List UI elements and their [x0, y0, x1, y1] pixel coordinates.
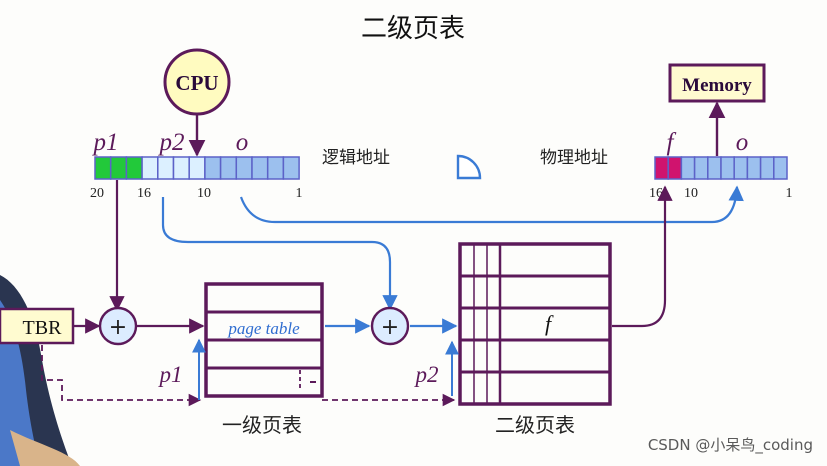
level1-offset-label: p1 [158, 362, 183, 387]
level2-offset-label: p2 [414, 362, 439, 387]
logical-bit-20: 20 [90, 186, 104, 201]
physical-register-cell [759, 156, 775, 180]
physical-bit-1: 1 [786, 186, 793, 201]
logical-register-cell [157, 156, 175, 180]
logical-register-cell [125, 156, 143, 180]
memory-node: Memory [668, 63, 766, 103]
tbr-label: TBR [23, 317, 63, 339]
logical-field-o: o [236, 129, 249, 156]
cpu-label: CPU [175, 71, 218, 95]
tbr-register: TBR [0, 307, 75, 345]
adder-1-plus: + [109, 315, 127, 340]
level1-dashed-path [321, 380, 456, 407]
logical-bit-10: 10 [197, 186, 211, 201]
adder-1: + [98, 306, 138, 346]
physical-register-cell [654, 156, 669, 180]
logical-address-register: p1 p2 o 20 16 10 1 [90, 129, 303, 201]
physical-register-cell [707, 156, 722, 180]
adder-2-plus: + [381, 315, 399, 340]
cpu-node: CPU [163, 48, 231, 116]
level2-caption: 二级页表 [495, 413, 575, 437]
logical-register-cell [219, 156, 238, 180]
logical-bit-1: 1 [296, 186, 303, 201]
physical-register-cell [720, 156, 735, 180]
p2-to-adder2-path [161, 197, 398, 311]
physical-field-f: f [667, 129, 677, 156]
logical-bit-16: 16 [137, 186, 151, 201]
adder-2: + [370, 306, 410, 346]
presenter-silhouette [0, 275, 80, 466]
logical-field-p1: p1 [92, 129, 119, 156]
logical-field-p2: p2 [158, 129, 185, 156]
level1-caption: 一级页表 [222, 413, 302, 437]
logical-register-cell [109, 156, 128, 180]
logical-register-cell [172, 156, 190, 180]
physical-register-cell [667, 156, 683, 180]
logical-register-cell [282, 156, 300, 180]
page-title: 二级页表 [361, 14, 465, 44]
physical-register-cell [733, 156, 749, 180]
level2-cell-label: f [545, 311, 554, 336]
logical-register-cell [204, 156, 222, 180]
quarter-circle-shape [456, 154, 482, 180]
physical-address-caption: 物理地址 [540, 148, 608, 168]
logical-register-cell [188, 156, 206, 180]
offset-to-physical-path [239, 185, 744, 224]
logical-register-cell [266, 156, 285, 180]
physical-address-register: f o 16 10 1 [649, 129, 793, 201]
physical-register-cell [773, 156, 788, 180]
level1-inner-label: page table [227, 319, 300, 338]
physical-bit-16: 16 [649, 186, 663, 201]
physical-field-o: o [736, 129, 749, 156]
logical-register-cell [235, 156, 253, 180]
physical-register-cell [680, 156, 696, 180]
watermark: CSDN @小呆鸟_coding [648, 436, 813, 455]
physical-register-cell [693, 156, 709, 180]
memory-label: Memory [682, 75, 752, 96]
tbr-dashed-path [41, 345, 202, 407]
physical-bit-10: 10 [684, 186, 698, 201]
logical-register-cell [94, 156, 112, 180]
logical-address-caption: 逻辑地址 [322, 148, 390, 168]
connector-lines [41, 180, 744, 407]
logical-register-cell [251, 156, 269, 180]
level2-page-table: f [458, 242, 612, 406]
frame-to-physical-path [612, 185, 673, 328]
physical-register-cell [746, 156, 762, 180]
level1-page-table: page table [204, 282, 324, 398]
logical-register-cell [141, 156, 159, 180]
